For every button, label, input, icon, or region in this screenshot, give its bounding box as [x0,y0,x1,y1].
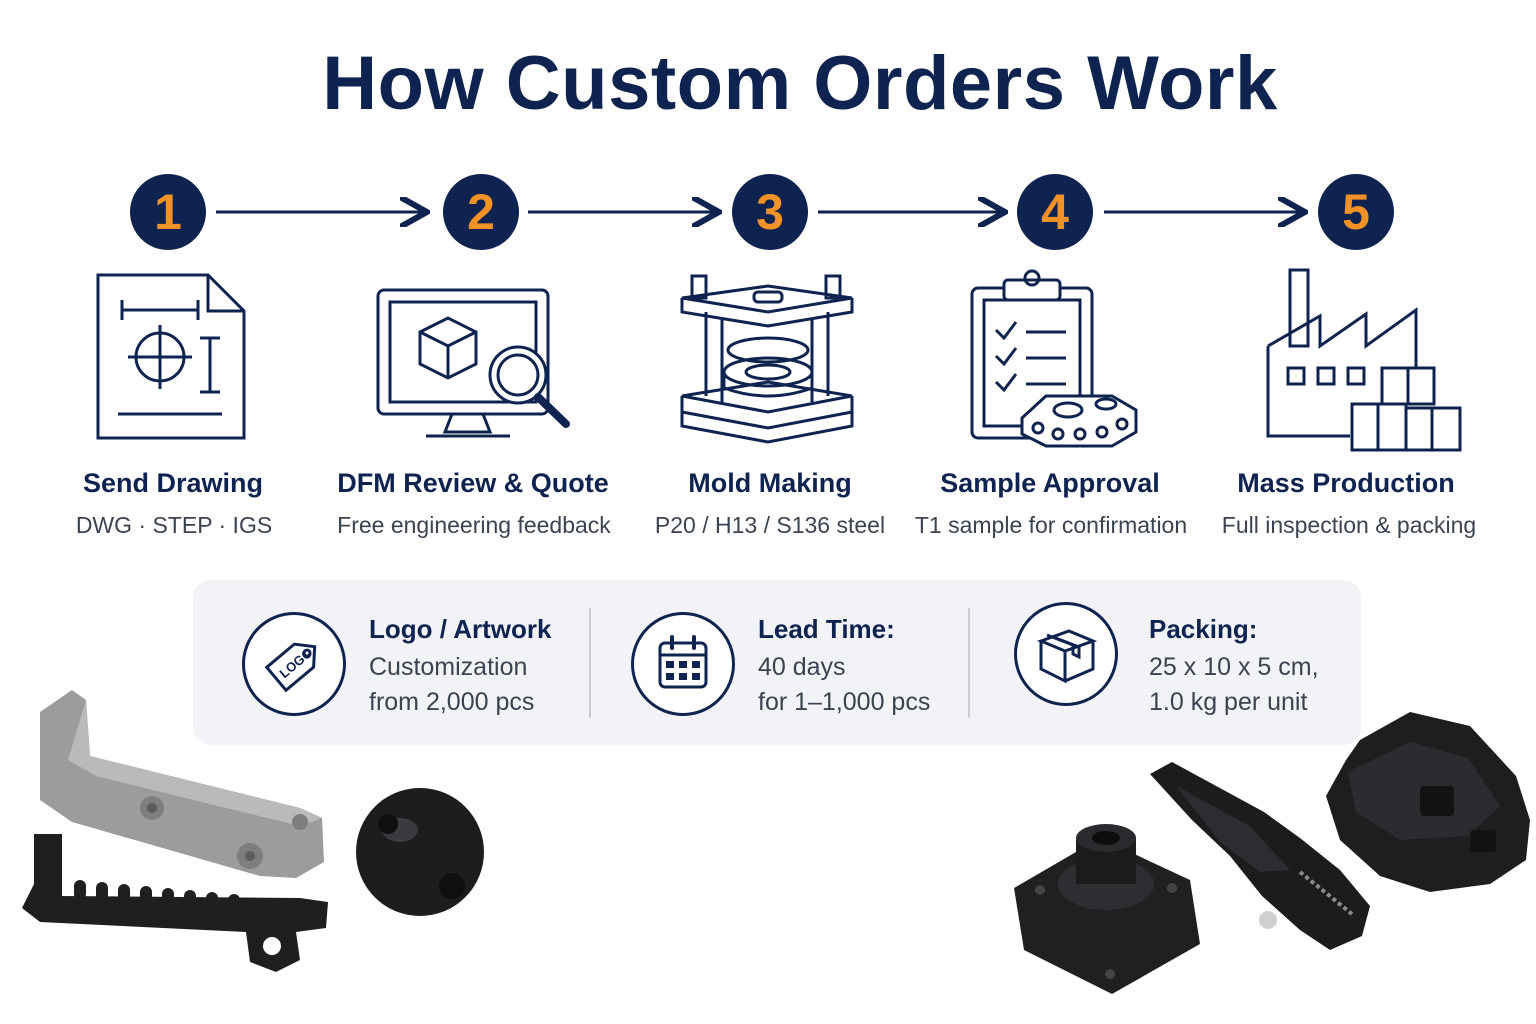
info-panel [193,580,1361,745]
info-heading-logo: Logo / Artwork [369,614,552,644]
step-subtitle-3: P20 / H13 / S136 steel [654,512,886,538]
black-mechanism-part [1326,712,1530,892]
logo-tag-text: LOGO [276,645,315,681]
black-comb-part [22,834,328,972]
step-title-1: Send Drawing [82,468,264,498]
info-divider-1 [589,608,591,718]
info-line-lead-2: for 1–1,000 pcs [758,688,931,716]
step-number-5: 5 [1318,174,1394,250]
step-title-5: Mass Production [1237,468,1455,498]
info-line-packing-1: 25 x 10 x 5 cm, [1149,653,1319,681]
step-title-3: Mold Making [688,468,852,498]
black-ball-part [356,788,484,916]
step-subtitle-2: Free engineering feedback [337,512,611,538]
black-base-part [1014,824,1200,994]
step-subtitle-4: T1 sample for confirmation [914,512,1188,538]
step-title-2: DFM Review & Quote [337,468,609,498]
step-number-4: 4 [1017,174,1093,250]
box-icon [1014,602,1118,706]
calendar-icon [631,612,735,716]
info-line-packing-2: 1.0 kg per unit [1149,688,1308,716]
info-line-logo-2: from 2,000 pcs [369,688,535,716]
step-subtitle-1: DWG · STEP · IGS [75,512,273,538]
info-heading-lead-time: Lead Time: [758,614,895,644]
info-divider-2 [968,608,970,718]
black-clamp-part [1150,762,1370,950]
step-number-2: 2 [443,174,519,250]
drawing-document-icon [96,273,246,440]
info-heading-packing: Packing: [1149,614,1258,644]
step-title-4: Sample Approval [940,468,1160,498]
logo-tag-icon: LOGO [242,612,346,716]
page-title: How Custom Orders Work [322,41,1278,126]
gray-bracket-part [40,690,324,878]
monitor-magnifier-icon [376,288,570,438]
clipboard-checklist-icon [970,269,1138,448]
mold-press-icon [680,274,854,444]
step-number-3: 3 [732,174,808,250]
steps-graphics [96,0,1462,452]
step-number-1: 1 [130,174,206,250]
step-subtitle-5: Full inspection & packing [1221,512,1477,538]
info-line-lead-1: 40 days [758,653,846,681]
factory-boxes-icon [1266,268,1462,452]
product-photos [22,690,1530,994]
info-line-logo-1: Customization [369,653,528,681]
